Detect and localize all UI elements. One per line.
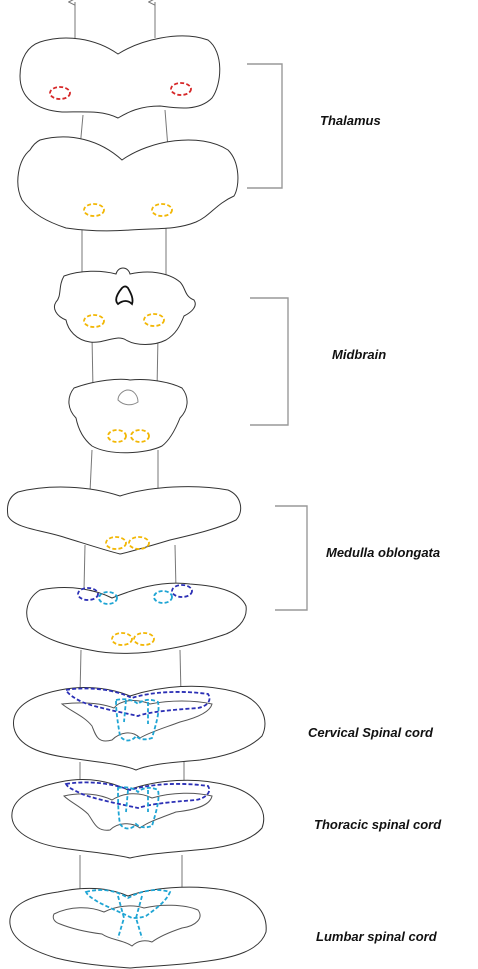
thalamus-label: Thalamus bbox=[320, 113, 381, 128]
navy-marker-left bbox=[77, 587, 99, 601]
midbrain-section-upper bbox=[53, 267, 196, 345]
medulla-section-upper bbox=[7, 486, 242, 555]
cyan-marker-left bbox=[98, 591, 118, 605]
midbrain-label: Midbrain bbox=[332, 347, 386, 362]
central-tract-cyan bbox=[117, 786, 160, 830]
midbrain-section-lower bbox=[68, 378, 188, 454]
connector-line bbox=[91, 335, 94, 391]
cervical-cord-section bbox=[13, 685, 266, 771]
orange-marker-right bbox=[128, 536, 150, 550]
thalamus-bracket bbox=[247, 63, 283, 189]
lumbar-label: Lumbar spinal cord bbox=[316, 929, 438, 944]
navy-marker-right bbox=[171, 584, 193, 598]
aqueduct-icon bbox=[115, 285, 134, 306]
central-tract-cyan bbox=[84, 889, 172, 919]
cyan-marker-right bbox=[153, 590, 173, 604]
orange-marker-left bbox=[105, 536, 127, 550]
orange-marker-left bbox=[83, 203, 105, 217]
orange-marker-right bbox=[151, 203, 173, 217]
central-tract-cyan bbox=[115, 698, 160, 742]
dorsal-column-navy bbox=[64, 781, 211, 809]
cervical-label: Cervical Spinal cord bbox=[308, 725, 434, 740]
orange-marker-left bbox=[107, 429, 127, 443]
medulla-bracket bbox=[275, 505, 308, 611]
thalamus-section-lower bbox=[17, 136, 239, 232]
central-tract-cyan bbox=[117, 895, 143, 939]
medulla-label: Medulla oblongata bbox=[326, 545, 440, 560]
grey-matter-outline bbox=[52, 904, 201, 947]
central-tract-cyan bbox=[125, 789, 149, 813]
orange-marker-left bbox=[83, 314, 105, 328]
orange-marker-left bbox=[111, 632, 133, 646]
orange-marker-right bbox=[133, 632, 155, 646]
central-tract-cyan bbox=[123, 699, 149, 724]
orange-marker-right bbox=[143, 313, 165, 327]
thalamus-section-upper bbox=[19, 35, 221, 119]
aqueduct-icon bbox=[117, 389, 139, 406]
red-marker-left bbox=[49, 86, 71, 100]
midbrain-bracket bbox=[250, 297, 289, 426]
orange-marker-right bbox=[130, 429, 150, 443]
connector-line bbox=[89, 449, 93, 493]
connector-line bbox=[83, 544, 86, 591]
connector-line bbox=[174, 544, 177, 591]
red-marker-right bbox=[170, 82, 192, 96]
medulla-section-lower bbox=[26, 582, 247, 654]
dorsal-column-navy bbox=[64, 687, 211, 717]
lumbar-cord-section bbox=[9, 886, 267, 969]
thoracic-cord-section bbox=[11, 779, 265, 859]
thoracic-label: Thoracic spinal cord bbox=[314, 817, 442, 832]
